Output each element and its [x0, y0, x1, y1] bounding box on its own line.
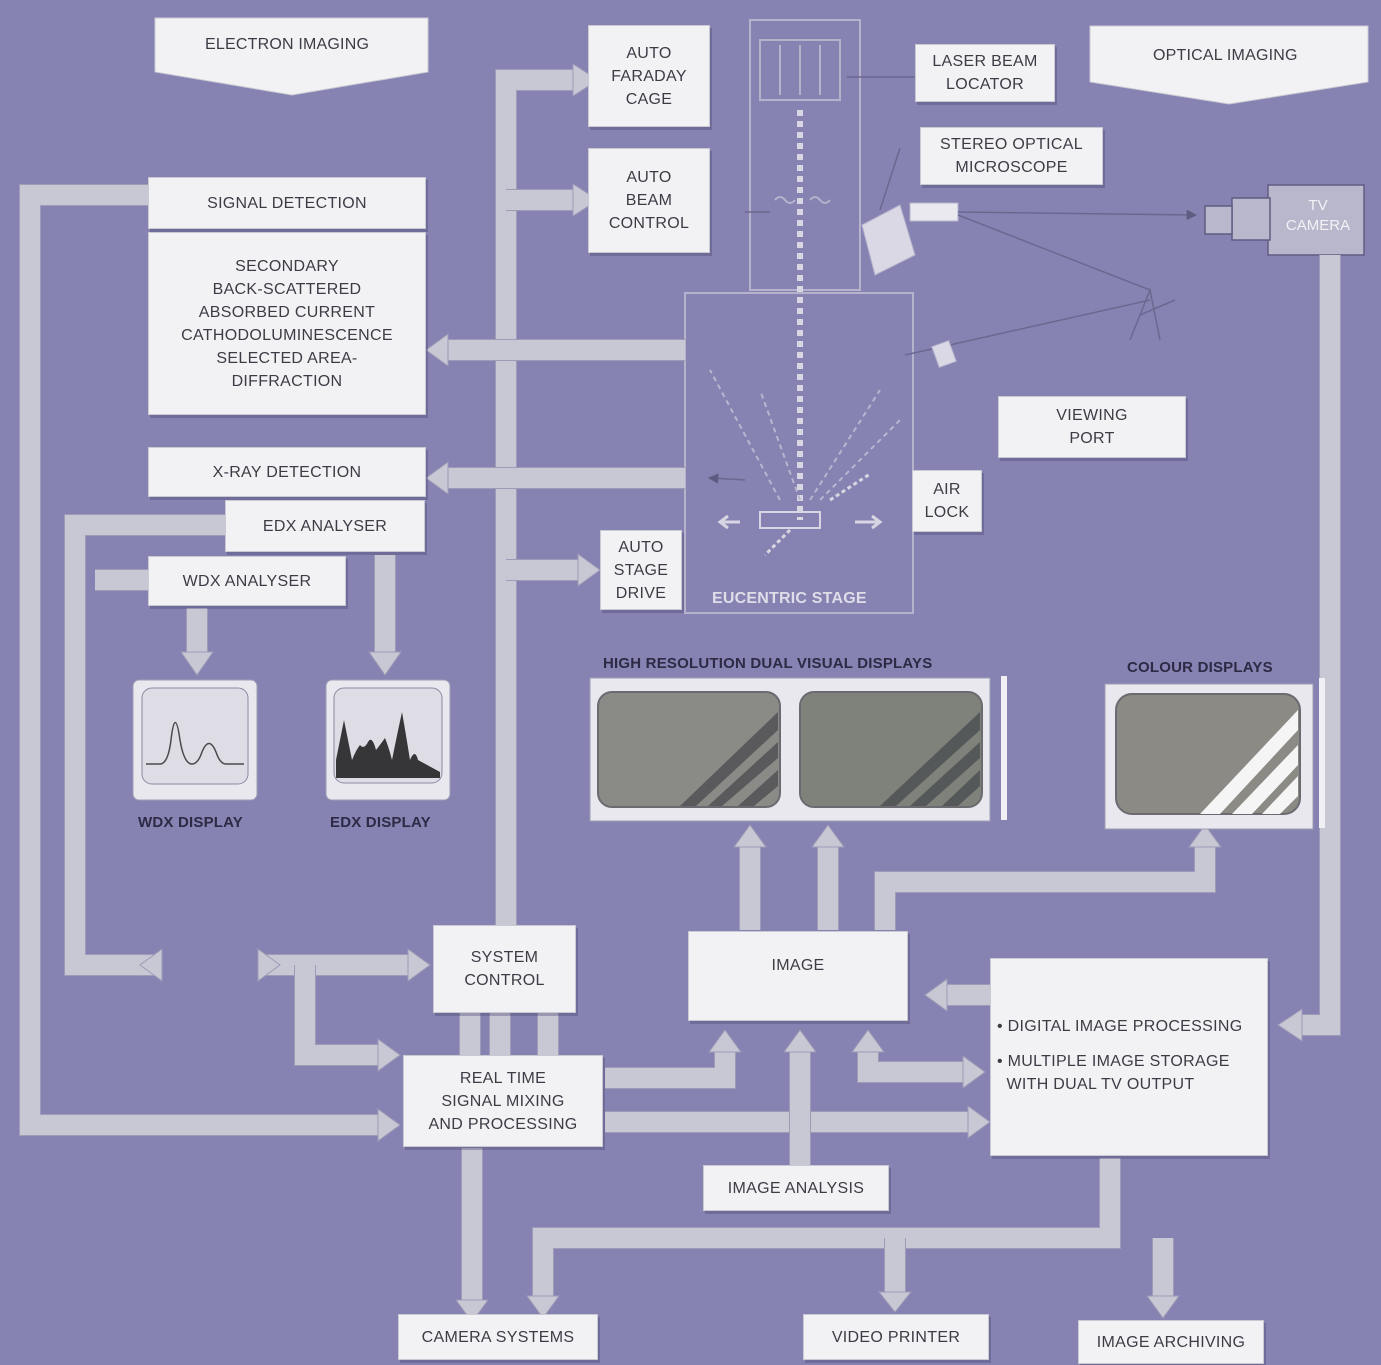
- stereo-optical-microscope-line-2: MICROSCOPE: [955, 159, 1068, 176]
- camera-systems-label: CAMERA SYSTEMS: [421, 1328, 575, 1346]
- colour-monitor: [1104, 678, 1325, 830]
- digital-image-processing-box: • DIGITAL IMAGE PROCESSING • MULTIPLE IM…: [990, 958, 1268, 1156]
- auto-stage-drive-line-3: DRIVE: [615, 584, 667, 602]
- digital-item-3: WITH DUAL TV OUTPUT: [997, 1076, 1195, 1093]
- connector-arrowheads: [139, 63, 1303, 1323]
- image-analysis-box: IMAGE ANALYSIS: [703, 1165, 889, 1211]
- air-lock-line-1: AIR: [933, 481, 961, 498]
- auto-beam-control-line-3: CONTROL: [608, 215, 690, 232]
- signal-type-diffraction: DIFFRACTION: [231, 372, 343, 390]
- system-control-box: SYSTEM CONTROL: [433, 925, 576, 1013]
- viewing-port-line-1: VIEWING: [1056, 407, 1128, 424]
- system-control-line-2: CONTROL: [464, 972, 545, 989]
- tv-camera-label: TV CAMERA: [1277, 196, 1359, 236]
- sem-column-illustration: [684, 19, 1365, 614]
- system-control-line-1: SYSTEM: [470, 949, 539, 966]
- auto-stage-drive-box: AUTO STAGE DRIVE: [600, 530, 682, 610]
- laser-beam-locator-line-1: LASER BEAM: [932, 53, 1038, 70]
- real-time-line-3: AND PROCESSING: [428, 1115, 578, 1133]
- signal-detection-label: SIGNAL DETECTION: [207, 194, 367, 212]
- electron-imaging-chevron: [154, 17, 429, 96]
- image-box: IMAGE: [688, 931, 908, 1021]
- wdx-display-label: WDX DISPLAY: [138, 814, 243, 831]
- real-time-line-1: REAL TIME: [459, 1069, 547, 1087]
- signal-type-absorbed-current: ABSORBED CURRENT: [198, 303, 376, 321]
- real-time-line-2: SIGNAL MIXING: [441, 1092, 565, 1110]
- auto-faraday-cage-line-2: FARADAY: [611, 67, 687, 85]
- signal-type-selected-area: SELECTED AREA-: [216, 349, 358, 367]
- auto-stage-drive-line-1: AUTO: [618, 538, 664, 556]
- signal-type-secondary: SECONDARY: [235, 257, 339, 275]
- auto-beam-control-box: AUTO BEAM CONTROL: [588, 148, 710, 253]
- signal-type-cathodoluminescence: CATHODOLUMINESCENCE: [181, 326, 393, 344]
- high-res-dual-monitor: [589, 676, 1007, 822]
- auto-beam-control-line-2: BEAM: [625, 192, 673, 209]
- stereo-optical-microscope-line-1: STEREO OPTICAL: [940, 136, 1083, 153]
- optical-imaging-chevron: [1089, 25, 1369, 105]
- edx-monitor: [325, 679, 451, 801]
- image-analysis-label: IMAGE ANALYSIS: [727, 1179, 865, 1197]
- signal-detection-box: SIGNAL DETECTION: [148, 177, 426, 229]
- viewing-port-box: VIEWING PORT: [998, 396, 1186, 458]
- video-printer-label: VIDEO PRINTER: [831, 1328, 961, 1346]
- eucentric-stage-label: EUCENTRIC STAGE: [712, 590, 867, 607]
- auto-faraday-cage-line-3: CAGE: [625, 90, 673, 108]
- connector-pipes: [19, 69, 1341, 1305]
- high-resolution-displays-title: HIGH RESOLUTION DUAL VISUAL DISPLAYS: [603, 655, 933, 672]
- video-printer-box: VIDEO PRINTER: [803, 1314, 989, 1360]
- image-label: IMAGE: [771, 957, 825, 974]
- edx-analyser-box: EDX ANALYSER: [225, 500, 425, 552]
- image-archiving-box: IMAGE ARCHIVING: [1078, 1320, 1264, 1364]
- camera-systems-box: CAMERA SYSTEMS: [398, 1314, 598, 1360]
- edx-spectrum-bars: [336, 712, 440, 778]
- edx-display-label: EDX DISPLAY: [330, 814, 431, 831]
- real-time-processing-box: REAL TIME SIGNAL MIXING AND PROCESSING: [403, 1055, 603, 1147]
- edx-analyser-label: EDX ANALYSER: [262, 517, 388, 535]
- laser-beam-locator-box: LASER BEAM LOCATOR: [915, 44, 1055, 102]
- signal-type-back-scattered: BACK-SCATTERED: [212, 280, 362, 298]
- air-lock-line-2: LOCK: [924, 504, 970, 521]
- electron-imaging-title: ELECTRON IMAGING: [205, 36, 370, 53]
- auto-beam-control-line-1: AUTO: [626, 169, 672, 186]
- stereo-optical-microscope-box: STEREO OPTICAL MICROSCOPE: [920, 127, 1103, 185]
- auto-stage-drive-line-2: STAGE: [613, 561, 669, 579]
- laser-beam-locator-line-2: LOCATOR: [946, 76, 1024, 93]
- wdx-analyser-box: WDX ANALYSER: [148, 556, 346, 606]
- xray-detection-label: X-RAY DETECTION: [212, 463, 362, 481]
- wdx-monitor: [132, 679, 258, 801]
- viewing-port-line-2: PORT: [1069, 430, 1115, 447]
- wdx-analyser-label: WDX ANALYSER: [182, 572, 312, 590]
- air-lock-box: AIR LOCK: [912, 470, 982, 532]
- auto-faraday-cage-box: AUTO FARADAY CAGE: [588, 25, 710, 127]
- digital-item-2: • MULTIPLE IMAGE STORAGE: [997, 1053, 1230, 1070]
- tv-camera-line-1: TV: [1308, 197, 1328, 214]
- xray-detection-box: X-RAY DETECTION: [148, 447, 426, 497]
- colour-displays-title: COLOUR DISPLAYS: [1127, 659, 1273, 676]
- image-archiving-label: IMAGE ARCHIVING: [1096, 1333, 1246, 1351]
- tv-camera-line-2: CAMERA: [1285, 217, 1351, 234]
- optical-imaging-title: OPTICAL IMAGING: [1153, 47, 1298, 64]
- signal-types-box: SECONDARY BACK-SCATTERED ABSORBED CURREN…: [148, 232, 426, 415]
- auto-faraday-cage-line-1: AUTO: [626, 44, 672, 62]
- digital-item-1: • DIGITAL IMAGE PROCESSING: [997, 1018, 1243, 1035]
- wdx-spectrum-trace: [146, 721, 244, 765]
- tv-camera-icon: [1204, 184, 1365, 256]
